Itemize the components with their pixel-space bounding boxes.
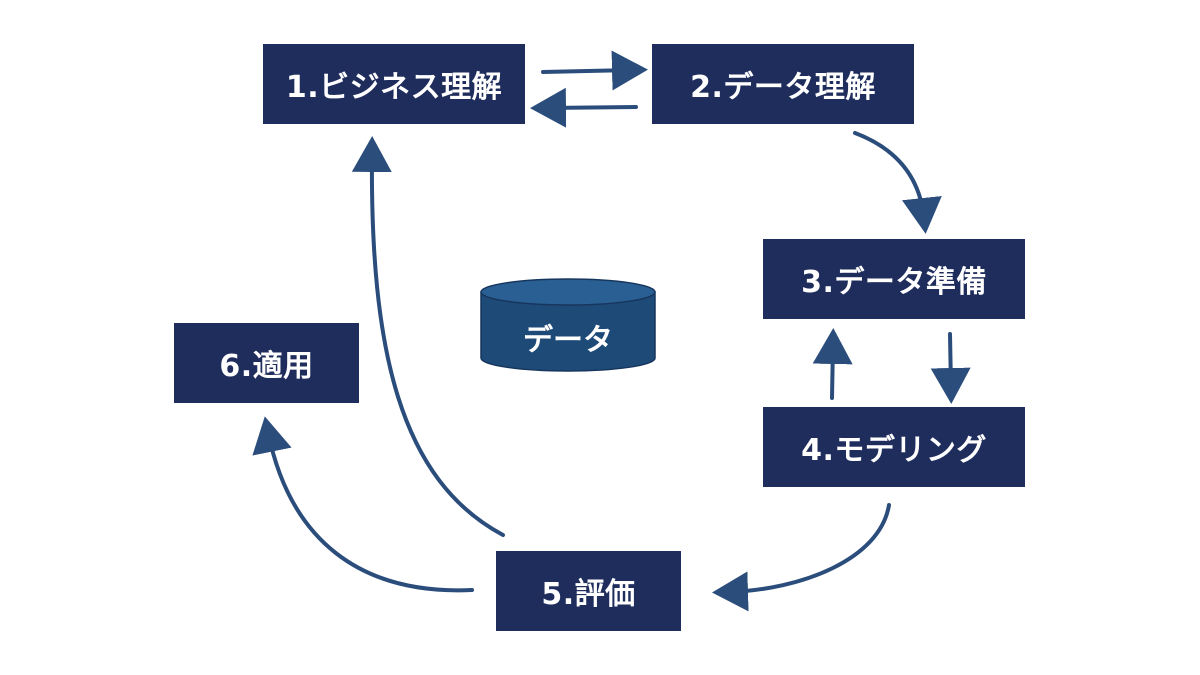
cylinder-body — [480, 291, 656, 372]
node-modeling: 4.モデリング — [763, 407, 1025, 487]
arrow-evaluation-to-deployment — [252, 416, 474, 593]
arrow-data-understanding-to-business — [530, 87, 638, 128]
node-label: 2.データ理解 — [690, 70, 876, 105]
node-evaluation: 5.評価 — [496, 551, 681, 631]
arrow-evaluation-to-business — [351, 136, 505, 537]
node-label: 6.適用 — [219, 349, 314, 384]
node-data-preparation: 3.データ準備 — [763, 239, 1025, 319]
cylinder-top — [480, 278, 656, 306]
arrow-modeling-to-preparation — [812, 328, 853, 400]
node-label: 5.評価 — [541, 577, 636, 612]
arrow-business-to-data-understanding — [541, 50, 648, 91]
arrow-modeling-to-evaluation — [712, 503, 891, 612]
node-business-understanding: 1.ビジネス理解 — [263, 44, 525, 124]
node-deployment: 6.適用 — [174, 323, 359, 403]
database-cylinder-icon — [480, 278, 656, 372]
node-data-understanding: 2.データ理解 — [652, 44, 914, 124]
arrow-data-understanding-to-preparation — [853, 131, 942, 234]
database-label: データ — [523, 323, 613, 358]
node-label: 3.データ準備 — [801, 265, 987, 300]
node-label: 1.ビジネス理解 — [285, 70, 503, 105]
node-label: 4.モデリング — [801, 433, 987, 468]
arrow-preparation-to-modeling — [930, 332, 971, 404]
